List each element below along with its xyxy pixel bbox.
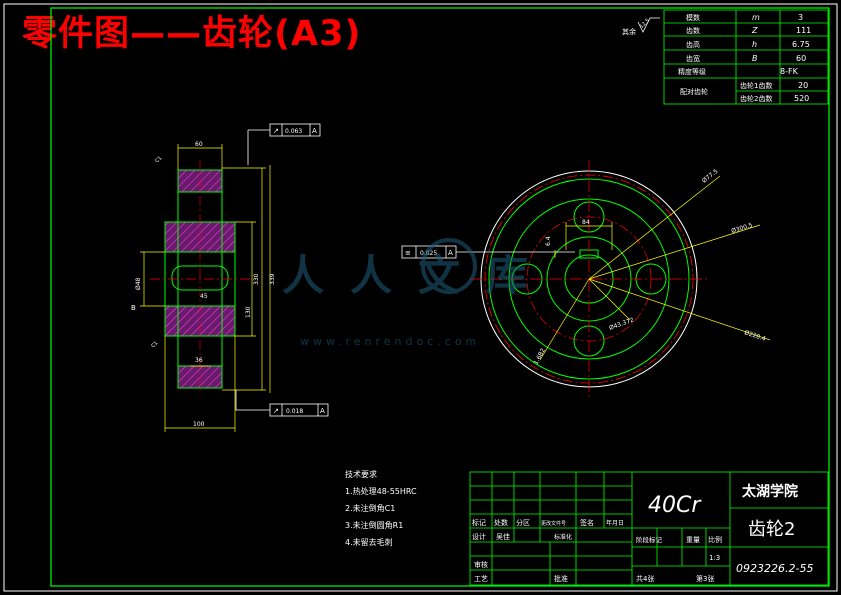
dim-top-width: 60 <box>195 141 203 148</box>
svg-text:C1: C1 <box>154 155 163 164</box>
svg-text:3.未注倒圆角R1: 3.未注倒圆角R1 <box>345 520 403 530</box>
param-name-5: 精度等级 <box>678 67 706 76</box>
svg-text:年月日: 年月日 <box>606 519 624 527</box>
title-block-text: 标记 处数 分区 更改文件号 签名 年月日 设计 吴佳 标准化 审核 工艺 批准… <box>472 518 722 583</box>
svg-text:审核: 审核 <box>474 560 488 569</box>
svg-text:0.025: 0.025 <box>420 250 437 257</box>
svg-text:标记: 标记 <box>472 518 486 527</box>
svg-text:A: A <box>320 407 325 415</box>
rv-dim-4: Ø43.372 <box>608 316 635 331</box>
svg-text:共4张: 共4张 <box>636 574 654 583</box>
param-val-3: 6.75 <box>792 40 810 49</box>
dim-dia-a: 330 <box>253 273 260 285</box>
drawing-number: 0923226.2-55 <box>736 562 813 575</box>
rv-dim-slot: 84 <box>582 219 590 226</box>
param-val-2: 111 <box>796 26 811 35</box>
svg-text:A: A <box>448 249 453 257</box>
svg-text:0.063: 0.063 <box>285 128 302 135</box>
svg-text:更改文件号: 更改文件号 <box>541 520 566 527</box>
param-name-1: 模数 <box>686 13 700 22</box>
tech-requirements: 技术要求 1.热处理48-55HRC 2.未注倒角C1 3.未注倒圆角R1 4.… <box>345 469 417 547</box>
param-val-1: 3 <box>798 13 803 22</box>
svg-text:www.renrendoc.com: www.renrendoc.com <box>300 335 480 348</box>
param-name-3: 齿高 <box>686 40 700 49</box>
params-table-text: 模数 m 3 齿数 Z 111 齿高 h 6.75 齿宽 B 60 精度等级 8… <box>678 13 811 103</box>
params-table <box>663 9 829 105</box>
svg-text:第3张: 第3张 <box>696 574 714 583</box>
rv-dim-6: 6.4 <box>545 236 552 246</box>
dim-hub-dia: 130 <box>245 306 252 318</box>
svg-text:比例: 比例 <box>708 535 722 544</box>
svg-text:批准: 批准 <box>554 574 568 583</box>
svg-text:≡: ≡ <box>405 249 411 257</box>
param-sym-3: h <box>752 40 757 49</box>
tolerance-frame-bottom: ↗ 0.018 A <box>235 390 329 417</box>
rv-dim-3: Ø228.4 <box>743 329 766 342</box>
svg-text:2.未注倒角C1: 2.未注倒角C1 <box>345 503 395 513</box>
svg-text:其余: 其余 <box>622 27 636 36</box>
svg-text:技术要求: 技术要求 <box>345 469 377 479</box>
param-name-4: 齿宽 <box>686 54 700 63</box>
param-sym-7: 齿轮2齿数 <box>740 94 772 103</box>
param-sym-2: Z <box>751 26 758 35</box>
svg-text:A: A <box>312 127 317 135</box>
svg-text:签名: 签名 <box>580 518 594 527</box>
svg-text:吴佳: 吴佳 <box>496 532 510 541</box>
svg-text:1.热处理48-55HRC: 1.热处理48-55HRC <box>345 486 417 496</box>
roughness-note: 其余 12.5 <box>622 17 660 36</box>
svg-text:4.未留去毛刺: 4.未留去毛刺 <box>345 537 393 547</box>
svg-text:工艺: 工艺 <box>474 575 488 583</box>
svg-text:0.018: 0.018 <box>286 408 303 415</box>
watermark: 人人文库 www.renrendoc.com <box>282 238 554 348</box>
rv-dim-2: Ø300.5 <box>731 222 754 235</box>
svg-text:B: B <box>131 304 136 312</box>
dim-dia-b: 339 <box>269 273 276 285</box>
param-val-5: 8-FK <box>780 67 799 76</box>
dim-chamfer: 45 <box>200 293 208 300</box>
rv-dim-1: Ø77.5 <box>701 168 720 185</box>
dim-bottom-width: 100 <box>193 421 205 428</box>
school-name: 太湖学院 <box>742 483 798 500</box>
svg-text:处数: 处数 <box>494 518 508 527</box>
part-name: 齿轮2 <box>748 519 795 540</box>
svg-text:重量: 重量 <box>686 536 700 544</box>
outer-frame <box>3 3 838 592</box>
param-name-2: 齿数 <box>686 26 700 35</box>
dim-inner-width: 36 <box>195 357 203 364</box>
param-sym-4: B <box>752 54 758 63</box>
param-name-6: 配对齿轮 <box>680 87 708 96</box>
svg-text:设计: 设计 <box>472 532 486 541</box>
tolerance-frame-top: ↗ 0.063 A <box>247 123 321 165</box>
param-val-7: 520 <box>794 94 809 103</box>
rv-dim-5: 1.6B2 <box>533 347 547 366</box>
svg-text:↗: ↗ <box>273 127 279 135</box>
inner-frame <box>50 7 830 587</box>
svg-text:1:3: 1:3 <box>709 554 720 562</box>
dim-left-bore: Ø48 <box>135 277 142 290</box>
svg-text:阶段标记: 阶段标记 <box>636 535 663 544</box>
svg-text:↗: ↗ <box>273 407 279 415</box>
svg-text:人人文库: 人人文库 <box>282 251 554 300</box>
material: 40Cr <box>648 493 702 518</box>
param-sym-1: m <box>752 13 760 22</box>
svg-text:分区: 分区 <box>516 518 530 527</box>
param-val-4: 60 <box>796 54 806 63</box>
svg-text:标准化: 标准化 <box>554 533 572 541</box>
title-block <box>469 471 829 586</box>
param-sym-6: 齿轮1齿数 <box>740 81 772 90</box>
param-val-6: 20 <box>798 81 808 90</box>
section-view: ↗ 0.063 A ↗ 0.018 A <box>131 123 329 432</box>
page-title: 零件图——齿轮(A3) <box>22 14 362 54</box>
svg-text:C1: C1 <box>150 340 159 349</box>
tolerance-frame-right: ≡ 0.025 A <box>401 245 575 259</box>
